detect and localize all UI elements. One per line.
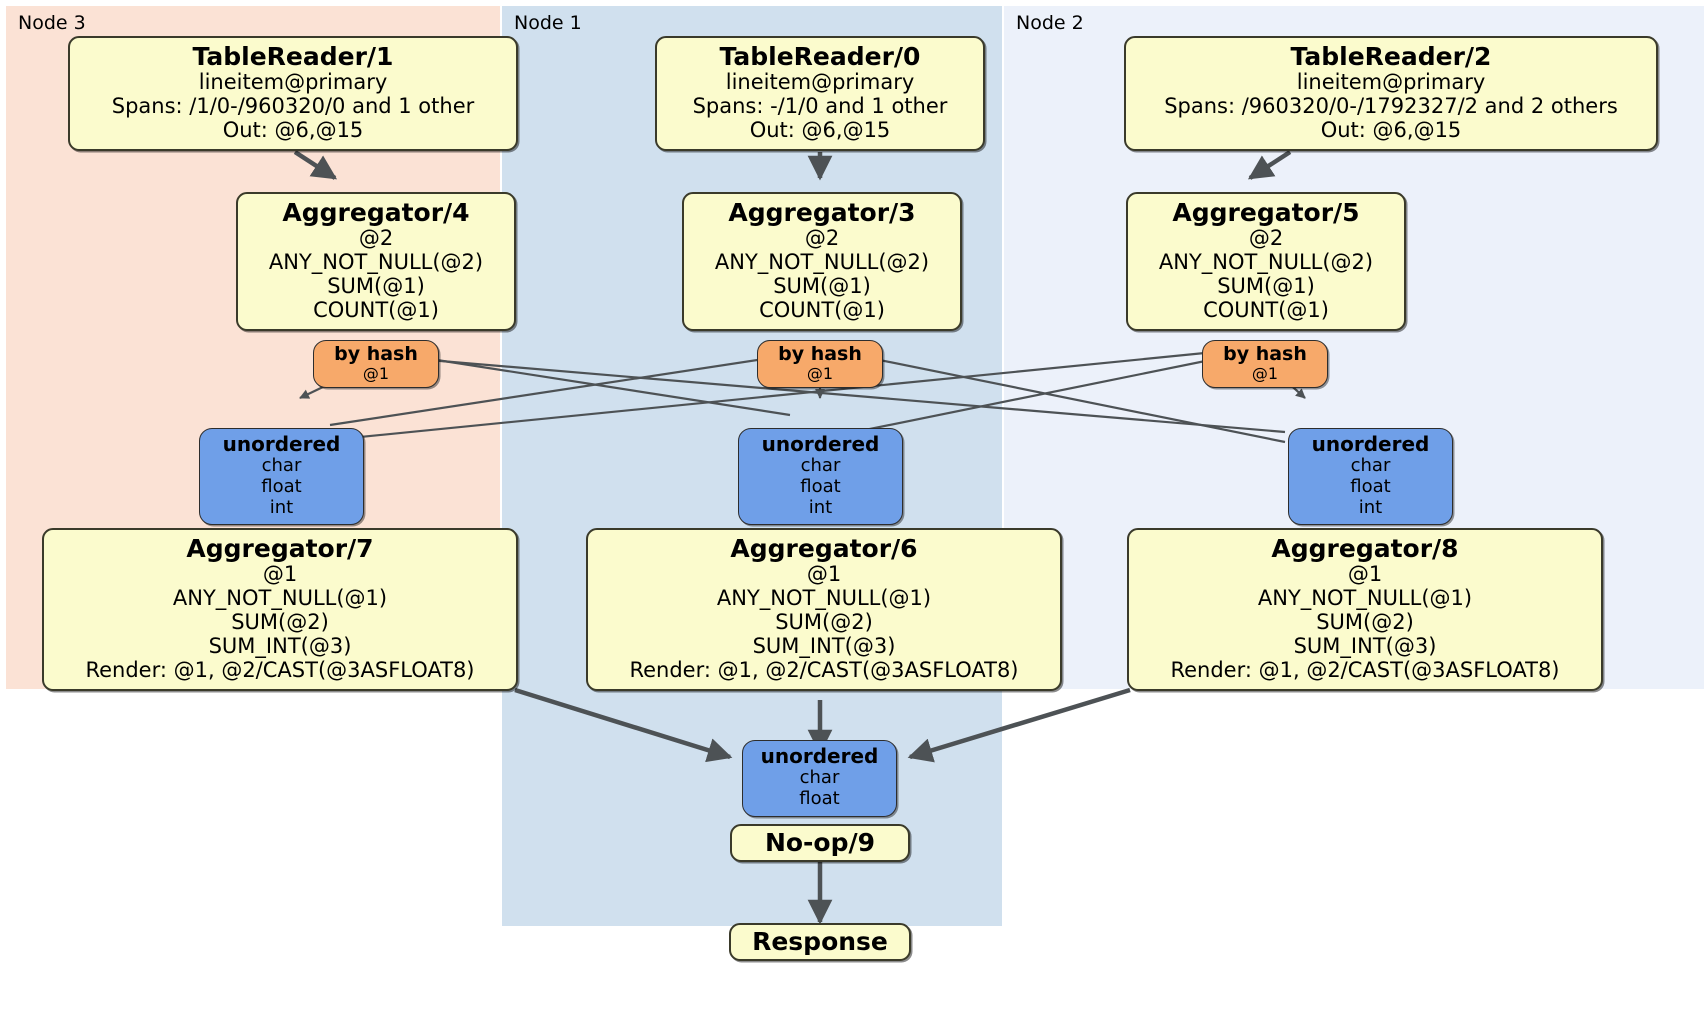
processor-title: Aggregator/8 <box>1271 534 1459 563</box>
synchronizer-type-float: float <box>1350 475 1391 497</box>
synchronizer-type-char: char <box>800 454 841 476</box>
router-by-hash-node3[interactable]: by hash @1 <box>313 340 439 389</box>
processor-spans: Spans: -/1/0 and 1 other <box>692 93 948 118</box>
processor-agg-2: SUM(@2) <box>775 609 873 634</box>
processor-response[interactable]: Response <box>729 923 911 961</box>
processor-agg-3: SUM_INT(@3) <box>752 633 896 658</box>
processor-title: Aggregator/4 <box>282 198 470 227</box>
synchronizer-title: unordered <box>761 432 880 456</box>
synchronizer-unordered-final[interactable]: unordered char float <box>742 740 897 817</box>
router-column: @1 <box>1251 364 1279 384</box>
router-title: by hash <box>334 343 418 365</box>
synchronizer-unordered-node3[interactable]: unordered char float int <box>199 428 364 526</box>
router-title: by hash <box>1223 343 1307 365</box>
processor-aggregator-6[interactable]: Aggregator/6 @1 ANY_NOT_NULL(@1) SUM(@2)… <box>586 528 1062 691</box>
processor-out: Out: @6,@15 <box>222 117 364 142</box>
processor-group: @1 <box>806 562 842 586</box>
processor-agg-1: ANY_NOT_NULL(@1) <box>172 585 388 610</box>
processor-aggregator-5[interactable]: Aggregator/5 @2 ANY_NOT_NULL(@2) SUM(@1)… <box>1126 192 1406 331</box>
processor-agg-1: ANY_NOT_NULL(@2) <box>714 249 930 274</box>
synchronizer-type-int: int <box>269 496 294 518</box>
processor-group: @1 <box>1347 562 1383 586</box>
processor-agg-3: COUNT(@1) <box>313 297 439 322</box>
processor-agg-2: SUM(@2) <box>1316 609 1414 634</box>
processor-spans: Spans: /960320/0-/1792327/2 and 2 others <box>1164 93 1618 118</box>
processor-index: lineitem@primary <box>1296 70 1486 94</box>
processor-render: Render: @1, @2/CAST(@3ASFLOAT8) <box>85 657 475 682</box>
processor-index: lineitem@primary <box>198 70 388 94</box>
processor-spans: Spans: /1/0-/960320/0 and 1 other <box>111 93 475 118</box>
synchronizer-title: unordered <box>1311 432 1430 456</box>
synchronizer-title: unordered <box>222 432 341 456</box>
processor-title: No-op/9 <box>764 828 876 857</box>
node-panel-label-node1: Node 1 <box>514 12 582 34</box>
processor-table-reader-1[interactable]: TableReader/1 lineitem@primary Spans: /1… <box>68 36 518 151</box>
processor-agg-2: SUM(@1) <box>327 273 425 298</box>
processor-group: @2 <box>804 226 840 250</box>
processor-group: @2 <box>358 226 394 250</box>
processor-agg-1: ANY_NOT_NULL(@1) <box>1257 585 1473 610</box>
processor-title: Aggregator/3 <box>728 198 916 227</box>
processor-agg-2: SUM(@1) <box>1217 273 1315 298</box>
synchronizer-unordered-node1[interactable]: unordered char float int <box>738 428 903 526</box>
processor-render: Render: @1, @2/CAST(@3ASFLOAT8) <box>1170 657 1560 682</box>
processor-title: Aggregator/5 <box>1172 198 1360 227</box>
synchronizer-type-float: float <box>800 475 841 497</box>
processor-agg-1: ANY_NOT_NULL(@1) <box>716 585 932 610</box>
processor-index: lineitem@primary <box>725 70 915 94</box>
processor-title: Aggregator/6 <box>730 534 918 563</box>
synchronizer-type-char: char <box>1350 454 1391 476</box>
synchronizer-type-char: char <box>799 766 840 788</box>
node-panel-label-node2: Node 2 <box>1016 12 1084 34</box>
processor-title: TableReader/0 <box>719 42 921 71</box>
synchronizer-unordered-node2[interactable]: unordered char float int <box>1288 428 1453 526</box>
processor-title: TableReader/1 <box>192 42 394 71</box>
processor-agg-3: COUNT(@1) <box>1203 297 1329 322</box>
synchronizer-type-float: float <box>799 787 840 809</box>
synchronizer-type-char: char <box>261 454 302 476</box>
processor-render: Render: @1, @2/CAST(@3ASFLOAT8) <box>629 657 1019 682</box>
processor-table-reader-2[interactable]: TableReader/2 lineitem@primary Spans: /9… <box>1124 36 1658 151</box>
synchronizer-type-float: float <box>261 475 302 497</box>
node-panel-label-node3: Node 3 <box>18 12 86 34</box>
processor-title: TableReader/2 <box>1290 42 1492 71</box>
processor-agg-1: ANY_NOT_NULL(@2) <box>1158 249 1374 274</box>
router-title: by hash <box>778 343 862 365</box>
router-by-hash-node2[interactable]: by hash @1 <box>1202 340 1328 389</box>
processor-no-op-9[interactable]: No-op/9 <box>730 824 910 862</box>
processor-group: @2 <box>1248 226 1284 250</box>
processor-agg-3: SUM_INT(@3) <box>1293 633 1437 658</box>
router-column: @1 <box>362 364 390 384</box>
router-by-hash-node1[interactable]: by hash @1 <box>757 340 883 389</box>
processor-aggregator-3[interactable]: Aggregator/3 @2 ANY_NOT_NULL(@2) SUM(@1)… <box>682 192 962 331</box>
processor-agg-3: COUNT(@1) <box>759 297 885 322</box>
processor-aggregator-4[interactable]: Aggregator/4 @2 ANY_NOT_NULL(@2) SUM(@1)… <box>236 192 516 331</box>
synchronizer-title: unordered <box>760 744 879 768</box>
processor-agg-1: ANY_NOT_NULL(@2) <box>268 249 484 274</box>
processor-out: Out: @6,@15 <box>1320 117 1462 142</box>
processor-agg-2: SUM(@1) <box>773 273 871 298</box>
processor-title: Aggregator/7 <box>186 534 374 563</box>
processor-agg-3: SUM_INT(@3) <box>208 633 352 658</box>
processor-aggregator-7[interactable]: Aggregator/7 @1 ANY_NOT_NULL(@1) SUM(@2)… <box>42 528 518 691</box>
processor-group: @1 <box>262 562 298 586</box>
processor-out: Out: @6,@15 <box>749 117 891 142</box>
router-column: @1 <box>806 364 834 384</box>
processor-agg-2: SUM(@2) <box>231 609 329 634</box>
synchronizer-type-int: int <box>808 496 833 518</box>
synchronizer-type-int: int <box>1358 496 1383 518</box>
processor-title: Response <box>752 927 888 956</box>
processor-table-reader-0[interactable]: TableReader/0 lineitem@primary Spans: -/… <box>655 36 985 151</box>
processor-aggregator-8[interactable]: Aggregator/8 @1 ANY_NOT_NULL(@1) SUM(@2)… <box>1127 528 1603 691</box>
